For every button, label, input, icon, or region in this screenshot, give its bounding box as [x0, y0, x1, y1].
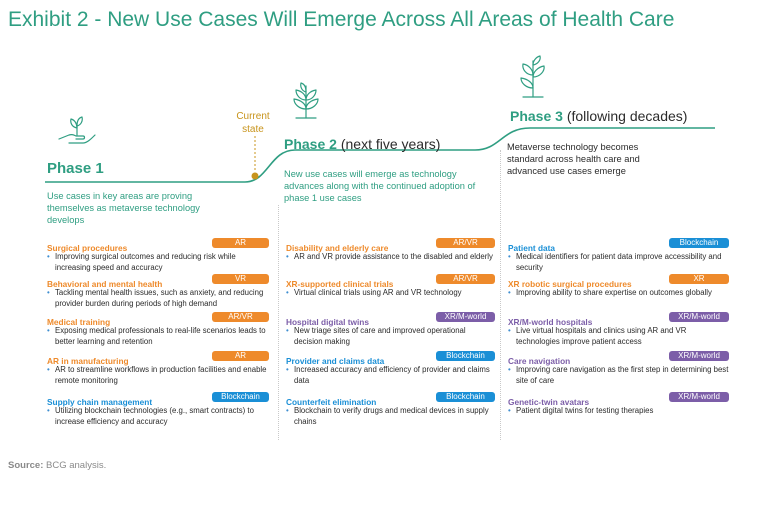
use-case-description: New triage sites of care and improved op… [286, 326, 496, 347]
tech-tag: Blockchain [436, 351, 495, 361]
use-case-description: Medical identifiers for patient data imp… [508, 252, 730, 273]
phase-3-description: Metaverse technology becomes standard ac… [507, 142, 640, 176]
use-case-description: Virtual clinical trials using AR and VR … [286, 288, 496, 299]
tech-tag: AR/VR [212, 312, 269, 322]
divider-2 [500, 150, 501, 440]
use-case-item: Genetic-twin avatars XR/M-world Patient d… [508, 392, 730, 417]
use-case-title: Supply chain management [47, 397, 153, 407]
phase-2-title: Phase 2 (next five years) [284, 136, 441, 152]
use-case-item: XR-supported clinical trials AR/VR Virtua… [286, 274, 496, 299]
use-case-item: XR/M-world hospitals XR/M-world Live virt… [508, 312, 730, 347]
use-case-description: Improving ability to share expertise on … [508, 288, 730, 299]
use-case-item: Behavioral and mental health VR Tackling … [47, 274, 273, 309]
divider-1 [278, 205, 279, 440]
tech-tag: Blockchain [669, 238, 729, 248]
use-case-item: Supply chain management Blockchain Utiliz… [47, 392, 273, 427]
use-case-item: Surgical procedures AR Improving surgical… [47, 238, 273, 273]
use-case-item: Provider and claims data Blockchain Incre… [286, 351, 496, 386]
use-case-item: Disability and elderly care AR/VR AR and … [286, 238, 496, 263]
plant-in-hand-icon [58, 116, 96, 144]
use-case-title: AR in manufacturing [47, 356, 129, 366]
phase-1-description: Use cases in key areas are proving thems… [47, 191, 200, 225]
use-case-description: Utilizing blockchain technologies (e.g.,… [47, 406, 273, 427]
tech-tag: XR/M-world [669, 351, 729, 361]
tech-tag: XR/M-world [436, 312, 495, 322]
tech-tag: AR/VR [436, 238, 495, 248]
sprout-icon [293, 82, 319, 119]
tech-tag: Blockchain [212, 392, 269, 402]
use-case-item: Patient data Blockchain Medical identifie… [508, 238, 730, 273]
plant-icon [520, 55, 545, 98]
use-case-title: Patient data [508, 243, 556, 253]
phase-3-title: Phase 3 (following decades) [510, 108, 688, 124]
tech-tag: XR/M-world [669, 392, 729, 402]
tech-tag: VR [212, 274, 269, 284]
use-case-title: Counterfeit elimination [286, 397, 377, 407]
tech-tag: AR [212, 351, 269, 361]
use-case-title: Surgical procedures [47, 243, 128, 253]
tech-tag: XR/M-world [669, 312, 729, 322]
use-case-description: Blockchain to verify drugs and medical d… [286, 406, 496, 427]
tech-tag: AR [212, 238, 269, 248]
use-case-title: Provider and claims data [286, 356, 385, 366]
use-case-item: Medical training AR/VR Exposing medical p… [47, 312, 273, 347]
use-case-title: Hospital digital twins [286, 317, 369, 327]
current-state-label: Current state [236, 111, 270, 135]
use-case-title: Genetic-twin avatars [508, 397, 590, 407]
use-case-description: Patient digital twins for testing therap… [508, 406, 730, 417]
use-case-description: Improving surgical outcomes and reducing… [47, 252, 273, 273]
phase-2-description: New use cases will emerge as technology … [284, 169, 476, 203]
use-case-title: Disability and elderly care [286, 243, 389, 253]
tech-tag: Blockchain [436, 392, 495, 402]
use-case-title: XR robotic surgical procedures [508, 279, 632, 289]
use-case-title: Behavioral and mental health [47, 279, 163, 289]
use-case-description: AR to streamline workflows in production… [47, 365, 273, 386]
use-case-item: XR robotic surgical procedures XR Improvi… [508, 274, 730, 299]
use-case-title: XR/M-world hospitals [508, 317, 593, 327]
tech-tag: XR [669, 274, 729, 284]
phase-1-title: Phase 1 [47, 160, 104, 177]
tech-tag: AR/VR [436, 274, 495, 284]
use-case-description: Live virtual hospitals and clinics using… [508, 326, 730, 347]
use-case-item: AR in manufacturing AR AR to streamline w… [47, 351, 273, 386]
use-case-description: Exposing medical professionals to real-l… [47, 326, 273, 347]
use-case-description: Tackling mental health issues, such as a… [47, 288, 273, 309]
use-case-description: Improving care navigation as the first s… [508, 365, 730, 386]
use-case-title: XR-supported clinical trials [286, 279, 394, 289]
source-note: Source: BCG analysis. [8, 460, 107, 471]
use-case-title: Care navigation [508, 356, 571, 366]
use-case-item: Care navigation XR/M-world Improving care… [508, 351, 730, 386]
use-case-item: Counterfeit elimination Blockchain Blockc… [286, 392, 496, 427]
use-case-description: AR and VR provide assistance to the disa… [286, 252, 496, 263]
exhibit-title: Exhibit 2 - New Use Cases Will Emerge Ac… [8, 8, 675, 31]
use-case-item: Hospital digital twins XR/M-world New tri… [286, 312, 496, 347]
use-case-description: Increased accuracy and efficiency of pro… [286, 365, 496, 386]
use-case-title: Medical training [47, 317, 111, 327]
